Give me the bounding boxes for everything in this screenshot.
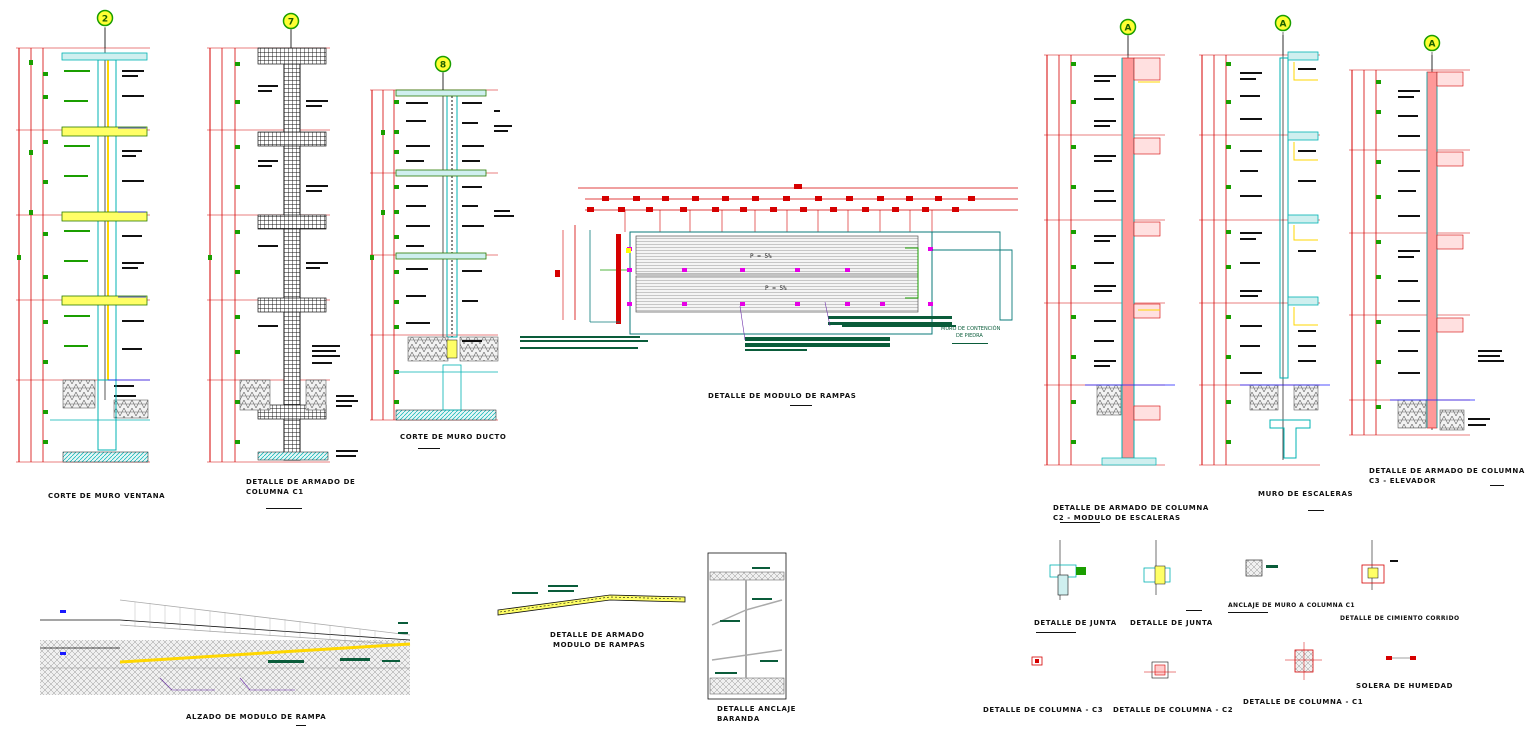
svg-text:A: A	[1280, 20, 1287, 30]
detail-cimiento-corrido	[1361, 540, 1398, 590]
axis-marker-a-escaleras: A	[1274, 14, 1292, 55]
axis-marker-2: 2	[96, 9, 114, 48]
title-anclaje-line2: BARANDA	[717, 715, 760, 723]
muro-contencion-label-2: DE PIEDRA	[956, 333, 983, 339]
title-anclaje-line1: DETALLE ANCLAJE	[717, 705, 796, 713]
title-columna-c1-line1: DETALLE DE ARMADO DE	[246, 478, 355, 486]
title-modulo-rampas: DETALLE DE MODULO DE RAMPAS	[708, 392, 856, 400]
section-corte-muro-ducto	[370, 70, 514, 449]
title-muro-escaleras: MURO DE ESCALERAS	[1258, 490, 1353, 498]
section-corte-muro-ventana	[16, 28, 150, 463]
axis-marker-7: 7	[282, 12, 300, 48]
title-junta-1: DETALLE DE JUNTA	[1034, 619, 1117, 627]
title-columna-c1-line2: COLUMNA C1	[246, 488, 304, 496]
title-columna-c2-line2: C2 - MODULO DE ESCALERAS	[1053, 514, 1181, 522]
section-muro-escaleras	[1199, 35, 1330, 511]
axis-markers: 2 7 8 A A A	[96, 9, 1441, 90]
svg-text:A: A	[1429, 40, 1436, 50]
title-cimiento-corrido: DETALLE DE CIMIENTO CORRIDO	[1340, 615, 1459, 622]
title-junta-2: DETALLE DE JUNTA	[1130, 619, 1213, 627]
detail-anclaje-c1	[1228, 559, 1278, 613]
svg-text:A: A	[1125, 24, 1132, 34]
ramp-slope-upper: P = 5%	[750, 253, 772, 260]
title-columna-c3-detail: DETALLE DE COLUMNA - C3	[983, 706, 1103, 714]
section-columna-c1	[207, 28, 358, 509]
axis-marker-a-c3: A	[1423, 34, 1441, 70]
svg-text:8: 8	[440, 61, 446, 71]
section-columna-c2	[1044, 35, 1175, 523]
title-columna-c2-detail: DETALLE DE COLUMNA - C2	[1113, 706, 1233, 714]
title-corte-muro-ducto: CORTE DE MURO DUCTO	[400, 433, 506, 441]
axis-marker-8: 8	[434, 55, 452, 90]
detail-junta-2	[1143, 540, 1202, 611]
section-small-details	[1031, 540, 1416, 680]
title-corte-muro-ventana: CORTE DE MURO VENTANA	[48, 492, 165, 500]
title-alzado-rampa: ALZADO DE MODULO DE RAMPA	[186, 713, 326, 721]
detail-columna-c2	[1144, 661, 1176, 679]
svg-text:2: 2	[102, 15, 108, 25]
detail-solera-humedad	[1386, 656, 1416, 660]
axis-marker-a-c2: A	[1119, 18, 1137, 55]
title-armado-rampas-line1: DETALLE DE ARMADO	[550, 631, 645, 639]
section-anclaje-baranda	[707, 552, 787, 700]
title-columna-c1-detail: DETALLE DE COLUMNA - C1	[1243, 698, 1363, 706]
title-columna-c3-line1: DETALLE DE ARMADO DE COLUMNA	[1369, 467, 1525, 475]
detail-columna-c1	[1285, 642, 1322, 680]
section-alzado-rampa	[40, 599, 411, 726]
section-modulo-rampas: P = 5% P = 5% MURO DE CONTENCIÓN DE PIED…	[520, 184, 1018, 406]
title-anclaje-c1: ANCLAJE DE MURO A COLUMNA C1	[1228, 602, 1355, 609]
title-armado-rampas-line2: MODULO DE RAMPAS	[553, 641, 645, 649]
title-columna-c3-line2: C3 - ELEVADOR	[1369, 477, 1436, 485]
drawing-titles: CORTE DE MURO VENTANA DETALLE DE ARMADO …	[48, 392, 1525, 723]
detail-junta-1	[1036, 540, 1086, 633]
section-armado-rampas	[497, 585, 686, 616]
svg-text:7: 7	[288, 18, 294, 28]
title-columna-c2-line1: DETALLE DE ARMADO DE COLUMNA	[1053, 504, 1209, 512]
title-solera-humedad: SOLERA DE HUMEDAD	[1356, 682, 1453, 690]
ramp-slope-lower: P = 5%	[765, 285, 787, 292]
detail-columna-c3	[1031, 656, 1043, 666]
muro-contencion-label-1: MURO DE CONTENCIÓN	[941, 325, 1001, 332]
section-columna-c3	[1349, 55, 1504, 486]
